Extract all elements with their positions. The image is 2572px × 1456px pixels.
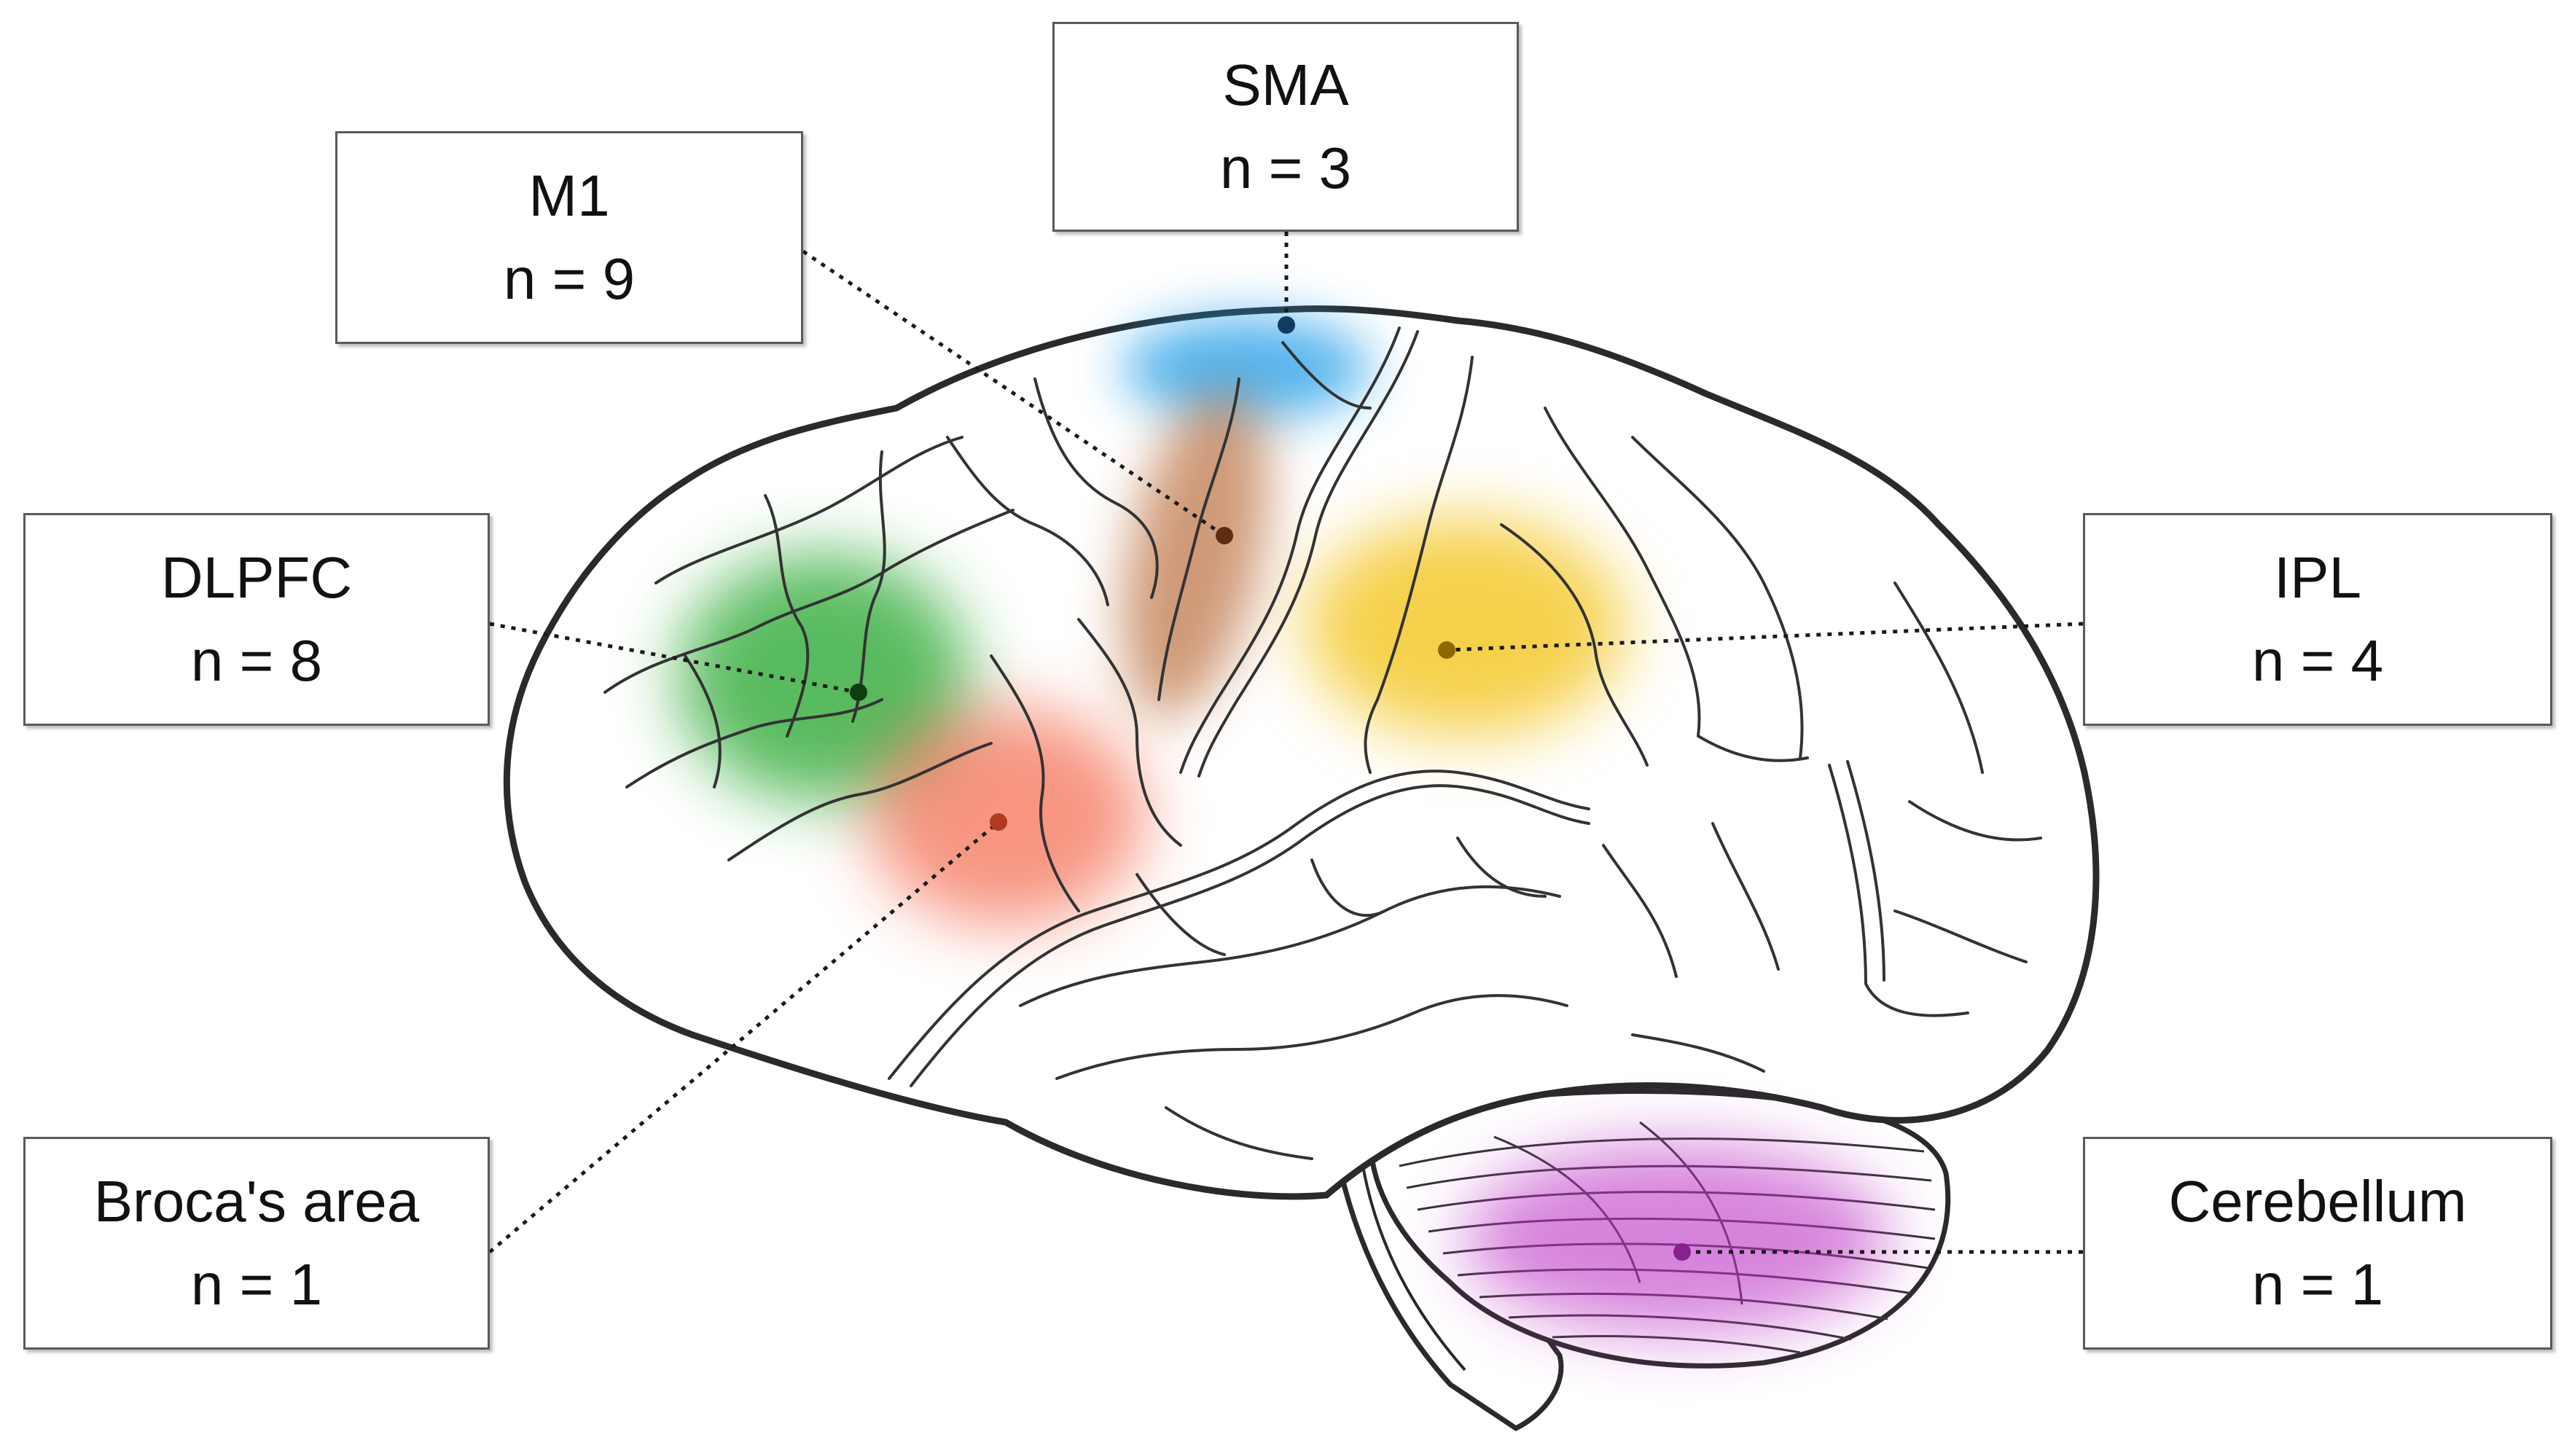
ipl-count: n = 4 xyxy=(2251,628,2384,693)
broca-label-box: Broca's area n = 1 xyxy=(23,1137,490,1350)
dlpfc-marker xyxy=(850,684,867,701)
m1-label-box: M1 n = 9 xyxy=(335,131,803,344)
sma-count: n = 3 xyxy=(1219,136,1352,200)
sma-name: SMA xyxy=(1222,52,1349,117)
dlpfc-blob xyxy=(678,554,969,802)
m1-marker xyxy=(1216,527,1233,544)
brain-stem-line xyxy=(1361,1165,1466,1371)
ipl-label-box: IPL n = 4 xyxy=(2083,513,2552,726)
broca-count: n = 1 xyxy=(190,1252,323,1317)
m1-name: M1 xyxy=(528,163,610,228)
brain-sulci xyxy=(603,326,2042,1160)
broca-marker xyxy=(990,813,1007,831)
m1-leader xyxy=(802,249,1226,538)
cerebellum-count: n = 1 xyxy=(2251,1252,2384,1317)
ipl-name: IPL xyxy=(2273,545,2362,610)
dlpfc-count: n = 8 xyxy=(190,628,323,693)
leader-lines xyxy=(488,232,2084,1254)
cerebellum-label-box: Cerebellum n = 1 xyxy=(2083,1137,2552,1350)
ipl-leader xyxy=(1446,622,2084,652)
sma-blob xyxy=(1122,317,1370,419)
dlpfc-leader xyxy=(489,622,859,694)
m1-blob xyxy=(1122,389,1269,719)
cerebellum-marker xyxy=(1673,1243,1691,1261)
broca-name: Broca's area xyxy=(93,1169,420,1234)
broca-blob xyxy=(867,707,1144,925)
cerebellum-name: Cerebellum xyxy=(2168,1169,2467,1234)
broca-leader xyxy=(488,821,1000,1253)
activation-blobs xyxy=(678,317,1888,1334)
cerebellum-blob xyxy=(1465,1144,1888,1334)
region-markers xyxy=(850,316,1691,1261)
sma-label-box: SMA n = 3 xyxy=(1052,22,1519,232)
cerebrum-shape xyxy=(503,305,2100,1200)
dlpfc-name: DLPFC xyxy=(160,545,353,610)
m1-count: n = 9 xyxy=(503,246,636,311)
dlpfc-label-box: DLPFC n = 8 xyxy=(23,513,490,726)
ipl-blob xyxy=(1305,517,1625,736)
ipl-marker xyxy=(1438,641,1455,659)
sma-marker xyxy=(1278,316,1295,334)
